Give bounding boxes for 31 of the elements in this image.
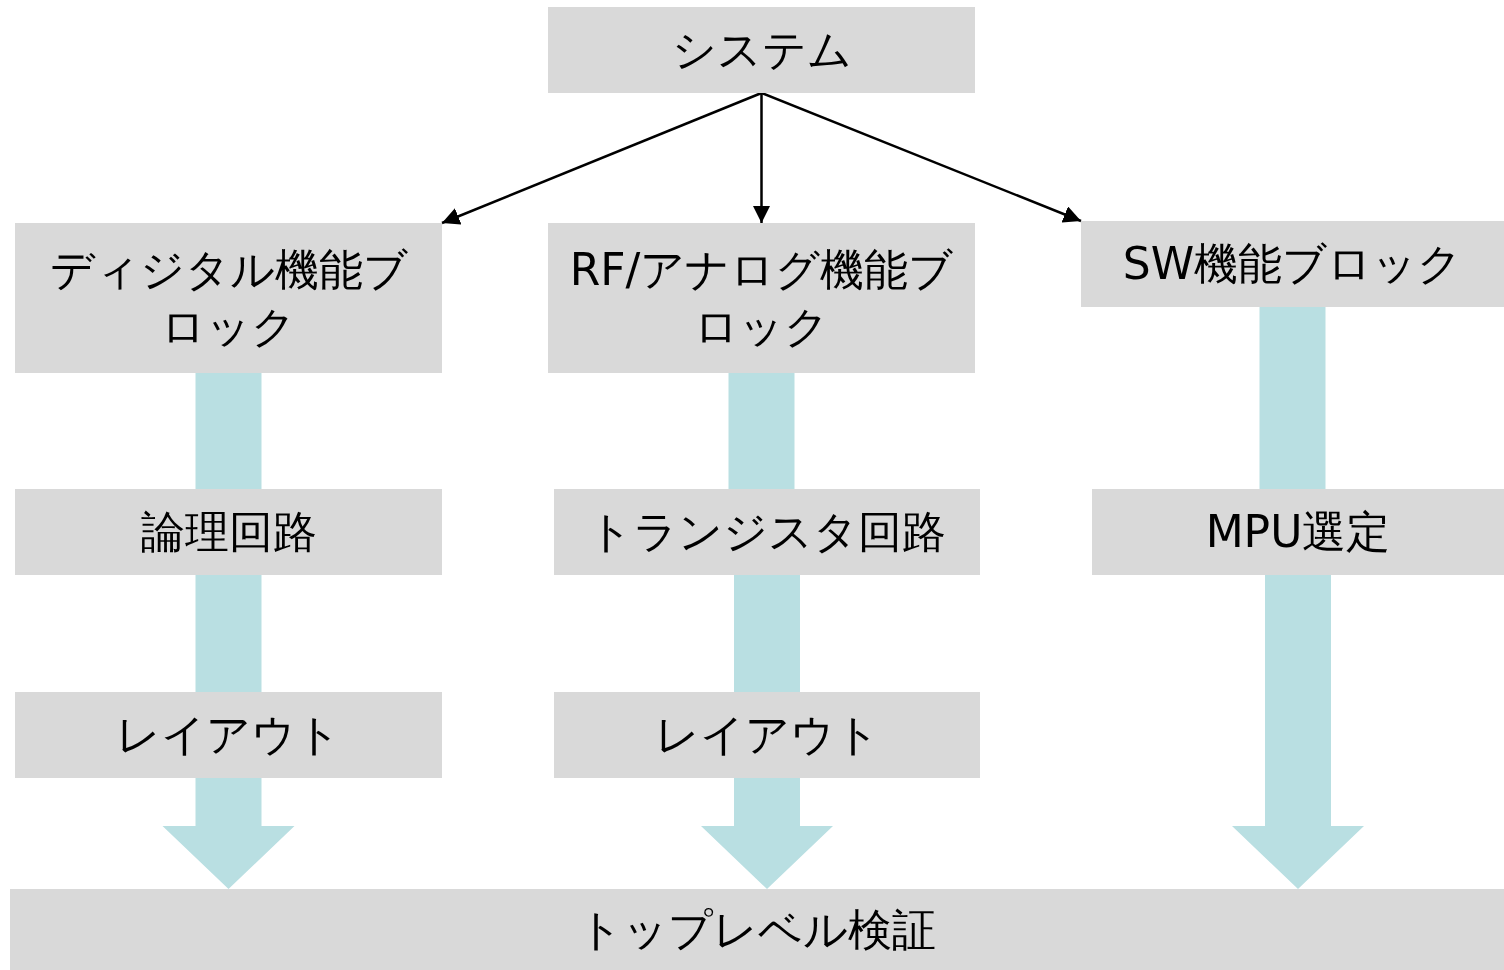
box-label: システム xyxy=(671,23,852,78)
box-label: レイアウト xyxy=(654,708,880,763)
block-arrow xyxy=(701,778,833,889)
process-box xyxy=(15,489,442,575)
arrow xyxy=(441,91,762,225)
block-arrow xyxy=(734,575,800,692)
block-arrow xyxy=(162,778,295,889)
process-box xyxy=(554,692,980,778)
process-box xyxy=(15,692,442,778)
box-label: RF/アナログ機能ブロック xyxy=(568,242,955,354)
block-arrow xyxy=(1232,575,1364,889)
box-label: トップレベル検証 xyxy=(578,902,936,957)
block-arrow xyxy=(195,373,262,489)
box-label: 論理回路 xyxy=(140,505,317,560)
box-label: トランジスタ回路 xyxy=(588,505,946,560)
box-label: MPU選定 xyxy=(1205,505,1391,560)
box-label: SW機能ブロック xyxy=(1122,237,1463,292)
block-arrow xyxy=(1259,307,1326,489)
process-box xyxy=(15,223,442,373)
process-box xyxy=(10,889,1504,970)
block-arrow xyxy=(195,575,262,692)
box-label: ディジタル機能ブロック xyxy=(48,242,409,354)
box-label: レイアウト xyxy=(116,708,341,763)
process-box xyxy=(548,223,975,373)
arrow xyxy=(761,91,1082,223)
process-box xyxy=(554,489,980,575)
process-box xyxy=(1092,489,1504,575)
process-box xyxy=(1081,221,1504,307)
block-arrow xyxy=(728,373,795,489)
arrow xyxy=(752,93,771,223)
process-box xyxy=(548,7,975,93)
